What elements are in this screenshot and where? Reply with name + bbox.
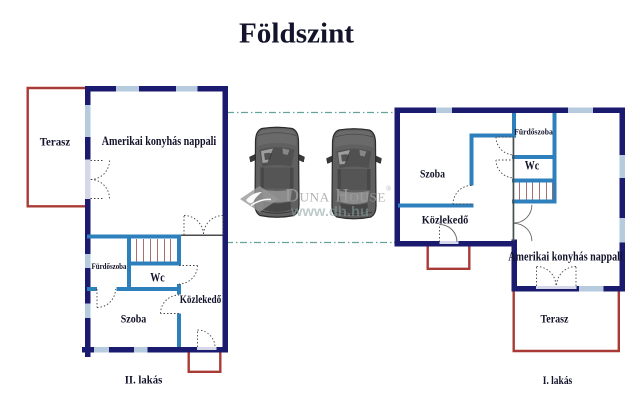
svg-text:Fürdőszoba: Fürdőszoba	[92, 262, 127, 271]
svg-text:Wc: Wc	[150, 271, 165, 285]
svg-text:®: ®	[386, 185, 392, 193]
svg-text:Közlekedő: Közlekedő	[422, 215, 469, 227]
svg-text:www.dh.hu: www.dh.hu	[290, 203, 369, 219]
svg-text:Terasz: Terasz	[40, 137, 71, 149]
svg-text:Terasz: Terasz	[541, 314, 569, 326]
svg-text:Wc: Wc	[525, 159, 540, 173]
svg-text:Duna House: Duna House	[285, 186, 386, 207]
svg-text:Szoba: Szoba	[121, 314, 147, 326]
svg-text:Közlekedő: Közlekedő	[180, 294, 222, 306]
svg-text:Fürdőszoba: Fürdőszoba	[514, 128, 553, 137]
svg-text:I. lakás: I. lakás	[543, 375, 573, 387]
svg-text:Földszint: Földszint	[239, 19, 355, 50]
svg-text:Szoba: Szoba	[420, 169, 445, 181]
svg-text:II. lakás: II. lakás	[125, 375, 163, 387]
svg-text:Amerikai konyhás nappali: Amerikai konyhás nappali	[102, 134, 217, 148]
svg-text:Amerikai konyhás nappali: Amerikai konyhás nappali	[508, 250, 623, 264]
